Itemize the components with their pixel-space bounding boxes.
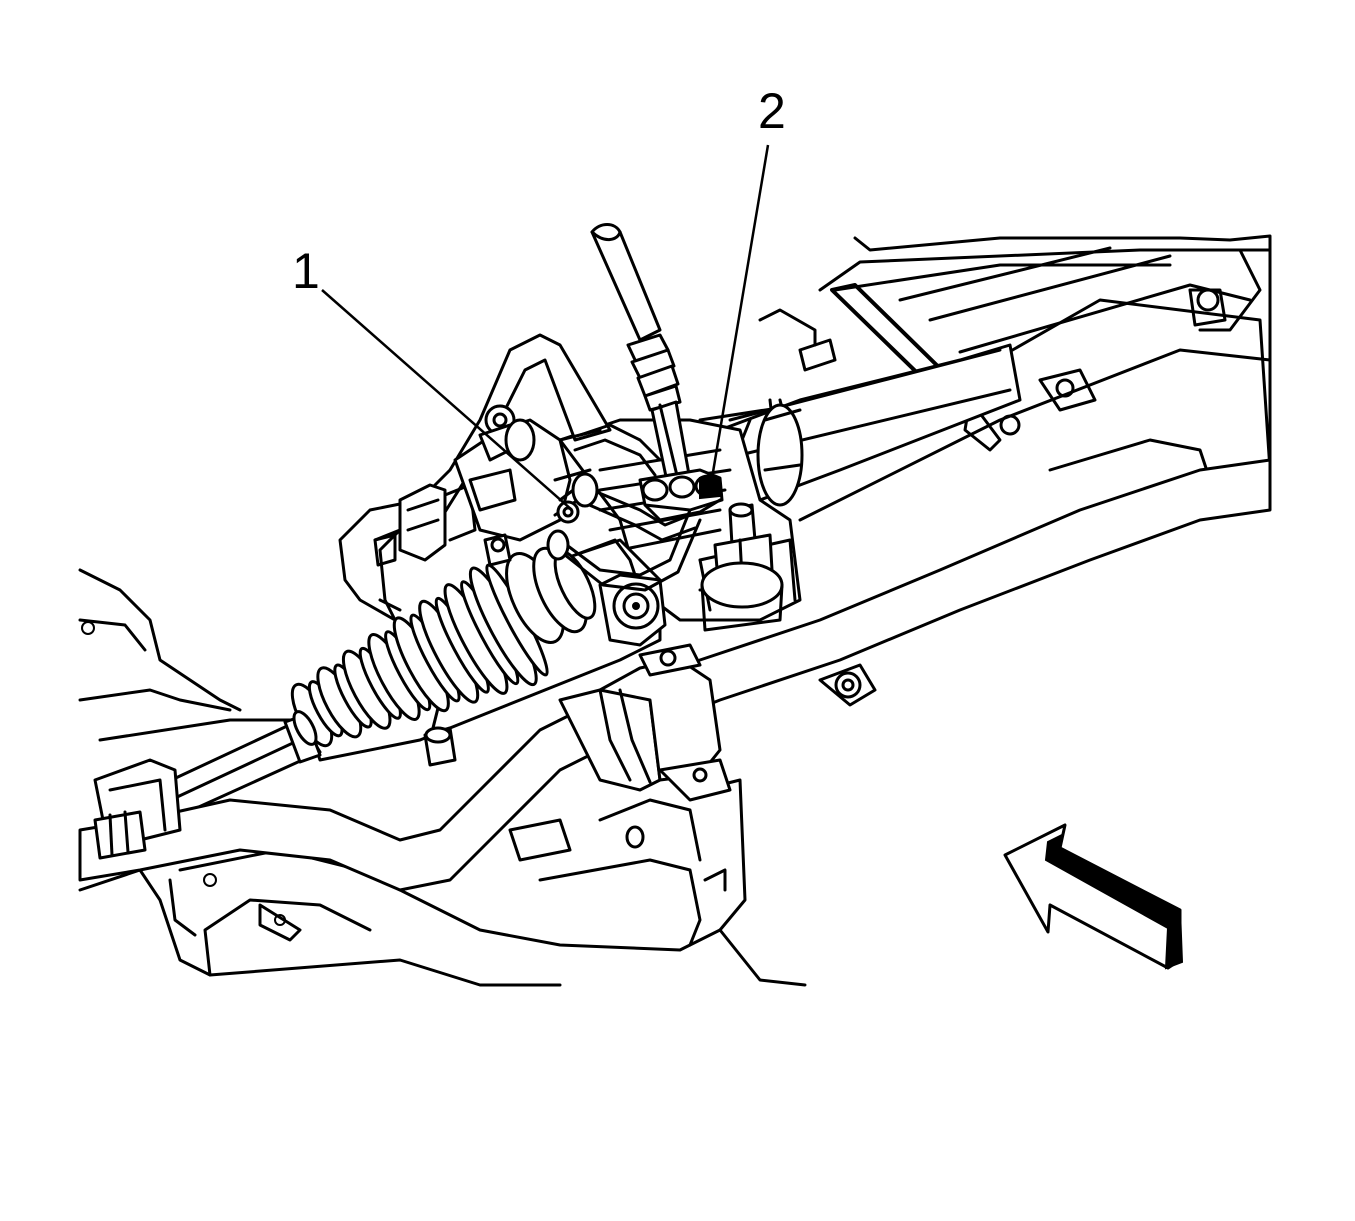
frame-rail-upper xyxy=(818,234,1272,482)
callout-leaders xyxy=(321,144,770,511)
leader-line-2 xyxy=(708,144,770,491)
boot-end-clamp xyxy=(292,710,318,746)
leader-line-1 xyxy=(321,289,573,511)
crossmember-bolt xyxy=(818,663,877,707)
lower-gear-bolt xyxy=(423,726,457,767)
rack-housing xyxy=(718,308,1022,507)
stabilizer-link-left xyxy=(93,758,182,860)
sensor-connector xyxy=(373,483,477,567)
callout-label-2: 2 xyxy=(758,83,786,139)
stabilizer-bushing xyxy=(558,643,732,802)
gear-upper-left xyxy=(453,404,602,567)
heat-shield-bracket xyxy=(338,333,612,622)
boot-collar xyxy=(505,538,642,644)
rack-bellows-boot xyxy=(290,563,549,748)
pressure-hose xyxy=(590,223,692,490)
callout-label-1: 1 xyxy=(292,243,320,299)
return-line xyxy=(546,423,702,592)
gear-mount-bushing xyxy=(598,573,667,647)
mounting-stud-nut xyxy=(700,502,784,632)
front-direction-arrow xyxy=(1003,823,1184,970)
line-retainer-clip xyxy=(638,468,724,522)
